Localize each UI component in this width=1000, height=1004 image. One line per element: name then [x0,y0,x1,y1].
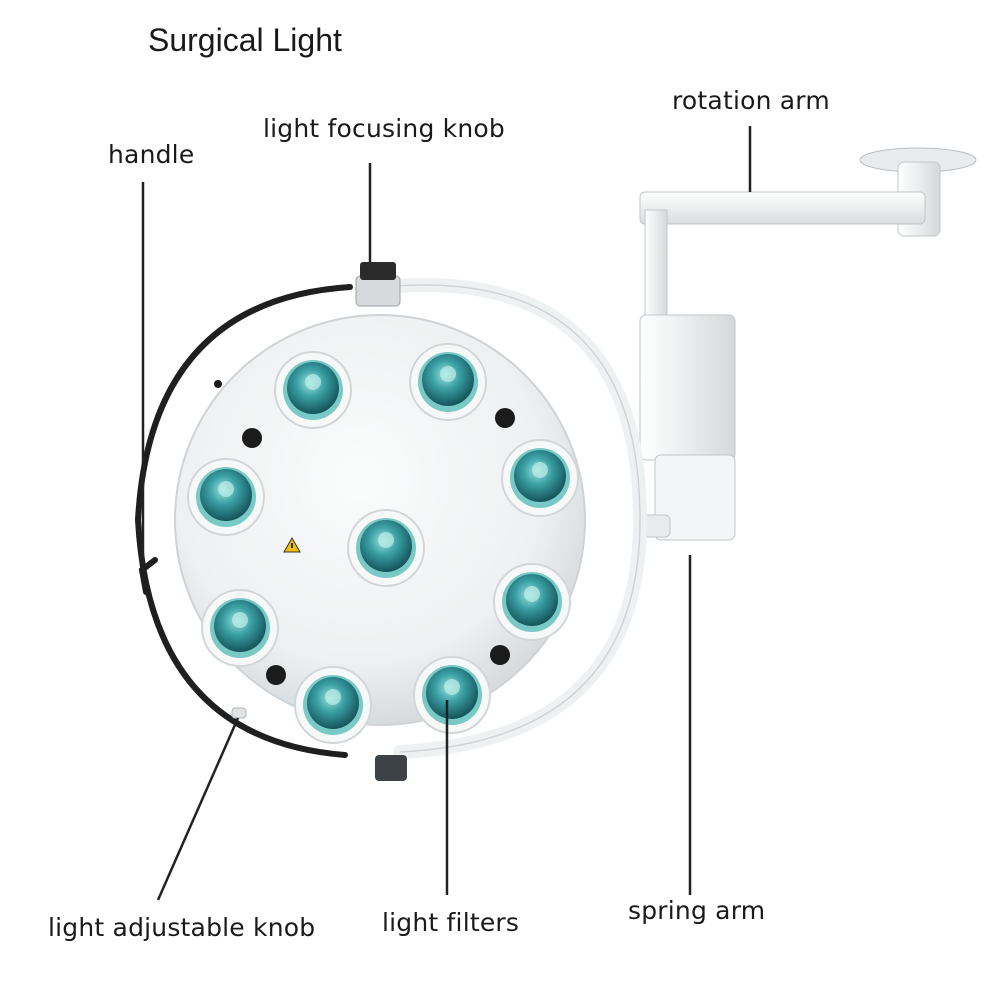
focusing-knob-cap [360,262,396,280]
spring-arm-box [639,314,736,461]
handle-bar [134,284,353,758]
page-title: Surgical Light [148,22,342,58]
light-filter-lens [201,589,279,667]
handle-grip [138,557,158,595]
warning-triangle-icon [283,536,301,553]
leader-lines [141,126,752,901]
spring-arm-joint [654,454,736,541]
light-filter-lens [274,351,352,429]
rotation-arm-assembly [639,147,977,346]
label-spring-arm: spring arm [628,896,766,925]
leader-line-adjustable-knob [156,717,240,901]
label-light-filters: light filters [382,908,520,937]
light-filter-lens [493,563,571,641]
indicator-dot [242,428,262,448]
label-rotation-arm: rotation arm [672,86,830,115]
label-handle: handle [108,140,195,169]
indicator-dot [214,380,222,388]
label-light-adjustable-knob: light adjustable knob [48,913,316,942]
spring-arm-assembly [637,314,736,541]
indicator-dot-group [214,380,515,685]
yoke-arc-edge [394,284,641,753]
light-filter-lens [409,343,487,421]
focusing-knob-base [355,275,401,307]
light-filter-lens [187,458,265,536]
indicator-dot [266,665,286,685]
light-filter-lens [501,439,579,517]
light-filter-lens [347,509,425,587]
indicator-dot [490,645,510,665]
label-light-focusing-knob: light focusing knob [263,114,505,143]
light-filter-lens [294,666,372,744]
rotation-arm-beam [639,191,926,225]
light-filter-lens [413,656,491,734]
light-filter-group [187,343,579,744]
adjustable-knob [375,755,407,781]
side-knob [231,707,247,719]
indicator-dot [495,408,515,428]
